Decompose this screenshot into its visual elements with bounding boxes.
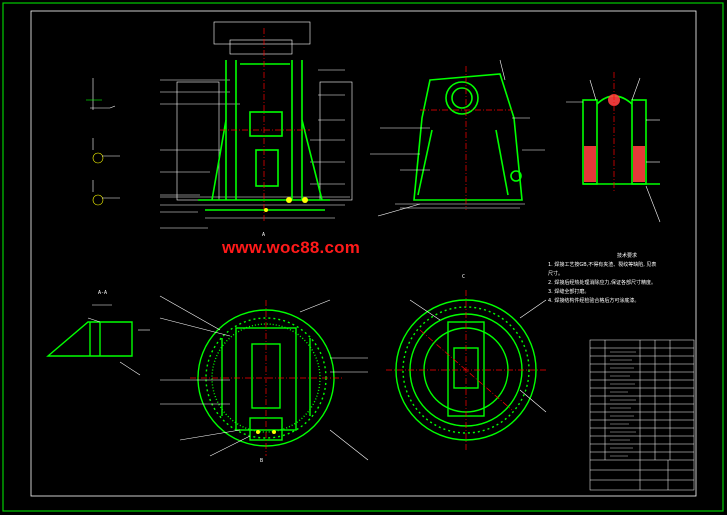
base-plan-view [386, 290, 547, 450]
front-elevation-view [160, 21, 353, 229]
technical-requirements-notes: 技术要求 1. 焊接工艺按GB,不得有夹渣、裂纹等缺陷, 见表 尺寸。 2. 焊… [548, 252, 698, 306]
view-label-b: B [260, 458, 264, 464]
technical-requirements-title: 技术要求 [616, 253, 637, 259]
plan-view [159, 295, 369, 461]
view-label-a: A [262, 232, 266, 238]
watermark-text: www.woc88.com [222, 238, 361, 257]
technical-requirement-line: 3. 焊缝全部打磨。 [548, 289, 590, 295]
wedge-detail-view [46, 304, 150, 376]
view-label-section: A-A [98, 290, 108, 296]
parts-list-table [589, 339, 695, 491]
side-elevation-view [370, 59, 545, 217]
detail-symbols-left [86, 78, 120, 206]
section-detail-view [566, 72, 661, 223]
technical-requirement-line: 4. 焊接结构件经检验合格后方可涂底漆。 [548, 298, 640, 304]
technical-requirement-line: 尺寸。 [548, 271, 564, 277]
technical-requirement-line: 1. 焊接工艺按GB,不得有夹渣、裂纹等缺陷, 见表 [548, 262, 657, 268]
view-label-c: C [462, 274, 466, 280]
inner-frame [30, 10, 697, 497]
technical-requirement-line: 2. 焊接后经热处理消除应力,保证各部尺寸精度。 [548, 280, 656, 286]
